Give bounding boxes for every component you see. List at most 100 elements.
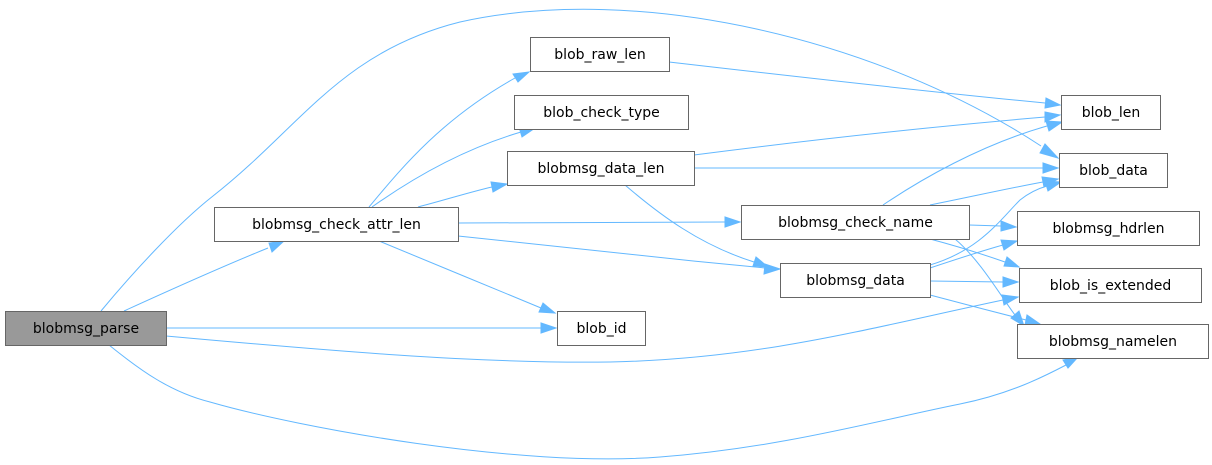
edge-blobmsg_data_len-to-blob_data [694, 162, 1060, 174]
node-blob_id[interactable]: blob_id [557, 311, 646, 346]
edge-blobmsg_check_name-to-blob_len [882, 120, 1064, 206]
edge-line [123, 247, 269, 312]
node-label: blobmsg_check_name [778, 215, 933, 231]
node-label: blobmsg_data_len [538, 161, 665, 177]
edge-line [929, 280, 1004, 283]
edge-blobmsg_parse-to-blobmsg_namelen [108, 344, 1080, 460]
edge-line [929, 181, 1044, 206]
edge-blobmsg_parse-to-blobmsg_check_attr_len [123, 240, 286, 312]
node-label: blob_raw_len [554, 47, 645, 63]
edge-line [100, 8, 1042, 312]
edge-blobmsg_check_attr_len-to-blobmsg_data_len [417, 181, 509, 208]
edge-blobmsg_data-to-blob_is_extended [929, 276, 1020, 288]
edge-arrowhead [1044, 180, 1063, 192]
edge-line [368, 77, 516, 208]
edge-line [929, 294, 1027, 321]
nodes-layer: blobmsg_parse blobmsg_check_attr_len blob_… [5, 37, 1209, 359]
node-label: blob_data [1079, 163, 1148, 179]
edge-blobmsg_check_attr_len-to-blobmsg_data [457, 235, 782, 275]
node-label: blobmsg_data [806, 273, 905, 289]
edge-line [624, 184, 755, 263]
edge-arrowhead [1000, 220, 1018, 232]
edge-arrowhead [1042, 162, 1060, 174]
edge-line [929, 185, 1048, 266]
edge-line [457, 221, 726, 224]
node-blobmsg_namelen[interactable]: blobmsg_namelen [1017, 324, 1209, 359]
node-blobmsg_data[interactable]: blobmsg_data [780, 263, 931, 298]
edge-blobmsg_data-to-blob_data [929, 180, 1063, 266]
edge-blobmsg_check_name-to-blob_is_extended [929, 238, 1021, 268]
node-box [1059, 153, 1168, 188]
node-box [1019, 268, 1202, 303]
node-blobmsg_check_attr_len[interactable]: blobmsg_check_attr_len [214, 207, 459, 242]
edge-arrowhead [724, 216, 742, 228]
edge-line [417, 186, 493, 208]
edge-arrowhead [1045, 120, 1064, 132]
edge-blobmsg_data_len-to-blobmsg_data [624, 184, 770, 268]
node-blob_is_extended[interactable]: blob_is_extended [1019, 268, 1202, 303]
node-label: blobmsg_hdrlen [1053, 221, 1165, 237]
edge-arrowhead [1039, 143, 1060, 159]
root-node-box [5, 311, 167, 346]
edge-arrowhead [1044, 111, 1062, 123]
edge-blobmsg_parse-to-blob_data [100, 8, 1060, 312]
edge-line [378, 240, 542, 309]
edge-line [457, 235, 766, 269]
node-label: blobmsg_parse [33, 321, 139, 337]
edge-line [108, 344, 1067, 460]
edge-line [882, 125, 1048, 206]
edge-line [929, 238, 1006, 263]
edge-blobmsg_parse-to-blob_id [166, 322, 558, 334]
edge-line [371, 131, 522, 208]
edge-blobmsg_check_name-to-blobmsg_hdrlen [968, 220, 1018, 232]
edge-blob_raw_len-to-blob_len [668, 61, 1062, 109]
edge-line [954, 238, 1016, 316]
node-label: blobmsg_check_attr_len [252, 217, 421, 233]
node-box [1061, 95, 1161, 130]
node-box [1017, 324, 1209, 359]
edge-blobmsg_data-to-blobmsg_hdrlen [929, 239, 1019, 269]
edge-blobmsg_check_attr_len-to-blob_id [378, 240, 557, 314]
edge-arrowhead [540, 322, 558, 334]
node-box [514, 95, 689, 130]
edge-line [929, 244, 1004, 269]
edge-arrowhead [268, 240, 286, 253]
node-box [507, 151, 695, 186]
edge-blobmsg_check_attr_len-to-blob_raw_len [368, 71, 531, 208]
edge-arrowhead [538, 302, 557, 314]
edges-layer [100, 8, 1080, 460]
node-blob_data[interactable]: blob_data [1059, 153, 1168, 188]
edge-blobmsg_data_len-to-blob_len [693, 111, 1062, 156]
node-label: blob_check_type [543, 105, 660, 121]
edge-line [165, 299, 1004, 363]
node-blob_check_type[interactable]: blob_check_type [514, 95, 689, 130]
edge-line [668, 61, 1046, 104]
node-blobmsg_parse[interactable]: blobmsg_parse [5, 311, 167, 346]
node-box [557, 311, 646, 346]
node-label: blob_is_extended [1050, 278, 1171, 294]
edge-arrowhead [512, 71, 531, 83]
node-blob_raw_len[interactable]: blob_raw_len [530, 37, 670, 72]
node-box [741, 205, 970, 240]
edge-arrowhead [752, 256, 770, 268]
node-box [1017, 211, 1200, 246]
edge-arrowhead [1024, 314, 1042, 326]
node-blobmsg_check_name[interactable]: blobmsg_check_name [741, 205, 970, 240]
edge-arrowhead [1002, 276, 1020, 288]
node-box [214, 207, 459, 242]
node-label: blob_id [576, 321, 626, 337]
edge-arrowhead [1044, 97, 1062, 109]
node-box [780, 263, 931, 298]
edge-arrowhead [1003, 256, 1021, 268]
edge-blobmsg_check_name-to-blob_data [929, 176, 1060, 206]
edge-blobmsg_check_attr_len-to-blobmsg_check_name [457, 216, 742, 228]
edge-arrowhead [1000, 239, 1019, 251]
node-label: blob_len [1082, 105, 1141, 121]
node-box [530, 37, 670, 72]
node-blobmsg_hdrlen[interactable]: blobmsg_hdrlen [1017, 211, 1200, 246]
node-label: blobmsg_namelen [1049, 334, 1177, 350]
node-blobmsg_data_len[interactable]: blobmsg_data_len [507, 151, 695, 186]
node-blob_len[interactable]: blob_len [1061, 95, 1161, 130]
edge-line [693, 116, 1046, 156]
